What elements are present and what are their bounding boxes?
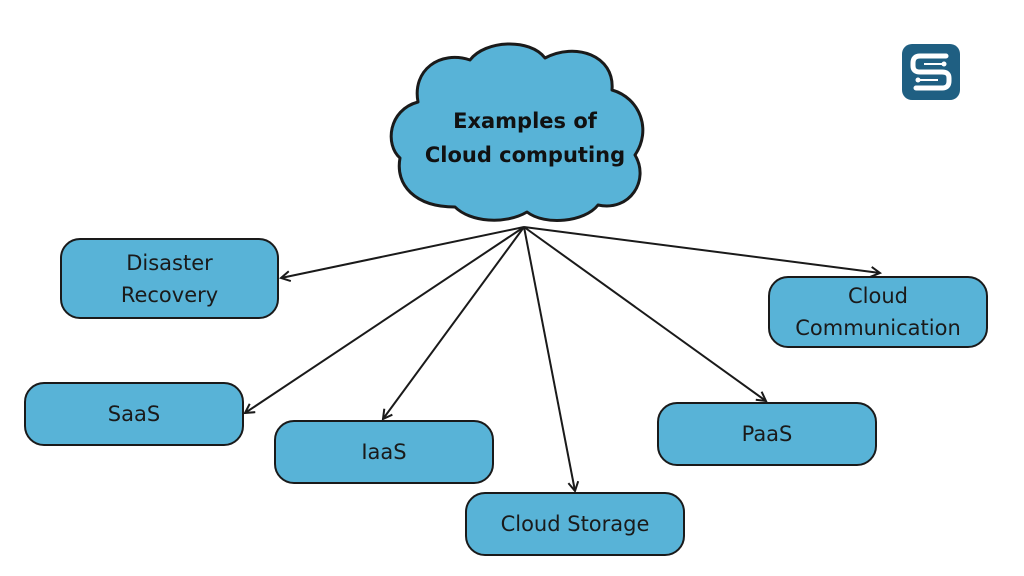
node-disaster-recovery-line1: Disaster: [126, 250, 213, 275]
center-title-line2: Cloud computing: [424, 143, 626, 167]
center-title-line1: Examples of: [453, 109, 597, 133]
node-iaas: IaaS: [274, 420, 494, 484]
node-cloud-communication-line1: Cloud: [848, 284, 908, 308]
node-disaster-recovery: Disaster Recovery: [60, 238, 279, 319]
node-saas: SaaS: [24, 382, 244, 446]
node-cloud-communication-line2: Communication: [795, 316, 961, 340]
node-paas: PaaS: [657, 402, 877, 466]
s-circuit-logo-icon: [902, 44, 960, 100]
cloud-shape: [389, 42, 645, 222]
connector-arrows: [245, 226, 880, 491]
arrow-to-disaster-recovery: [281, 226, 525, 278]
arrow-to-cloud-communication: [523, 226, 880, 273]
node-saas-label: SaaS: [107, 402, 161, 426]
arrow-to-cloud-storage: [523, 226, 575, 491]
arrow-to-iaas: [383, 226, 525, 419]
center-title: Examples of Cloud computing: [405, 104, 645, 172]
node-disaster-recovery-line2: Recovery: [120, 282, 219, 307]
node-paas-label: PaaS: [741, 422, 793, 446]
arrow-to-saas: [245, 226, 525, 413]
node-cloud-storage-label: Cloud Storage: [500, 512, 650, 536]
node-cloud-storage: Cloud Storage: [465, 492, 685, 556]
node-iaas-label: IaaS: [361, 440, 407, 464]
node-cloud-communication: Cloud Communication: [768, 276, 988, 348]
arrow-to-paas: [523, 226, 766, 401]
